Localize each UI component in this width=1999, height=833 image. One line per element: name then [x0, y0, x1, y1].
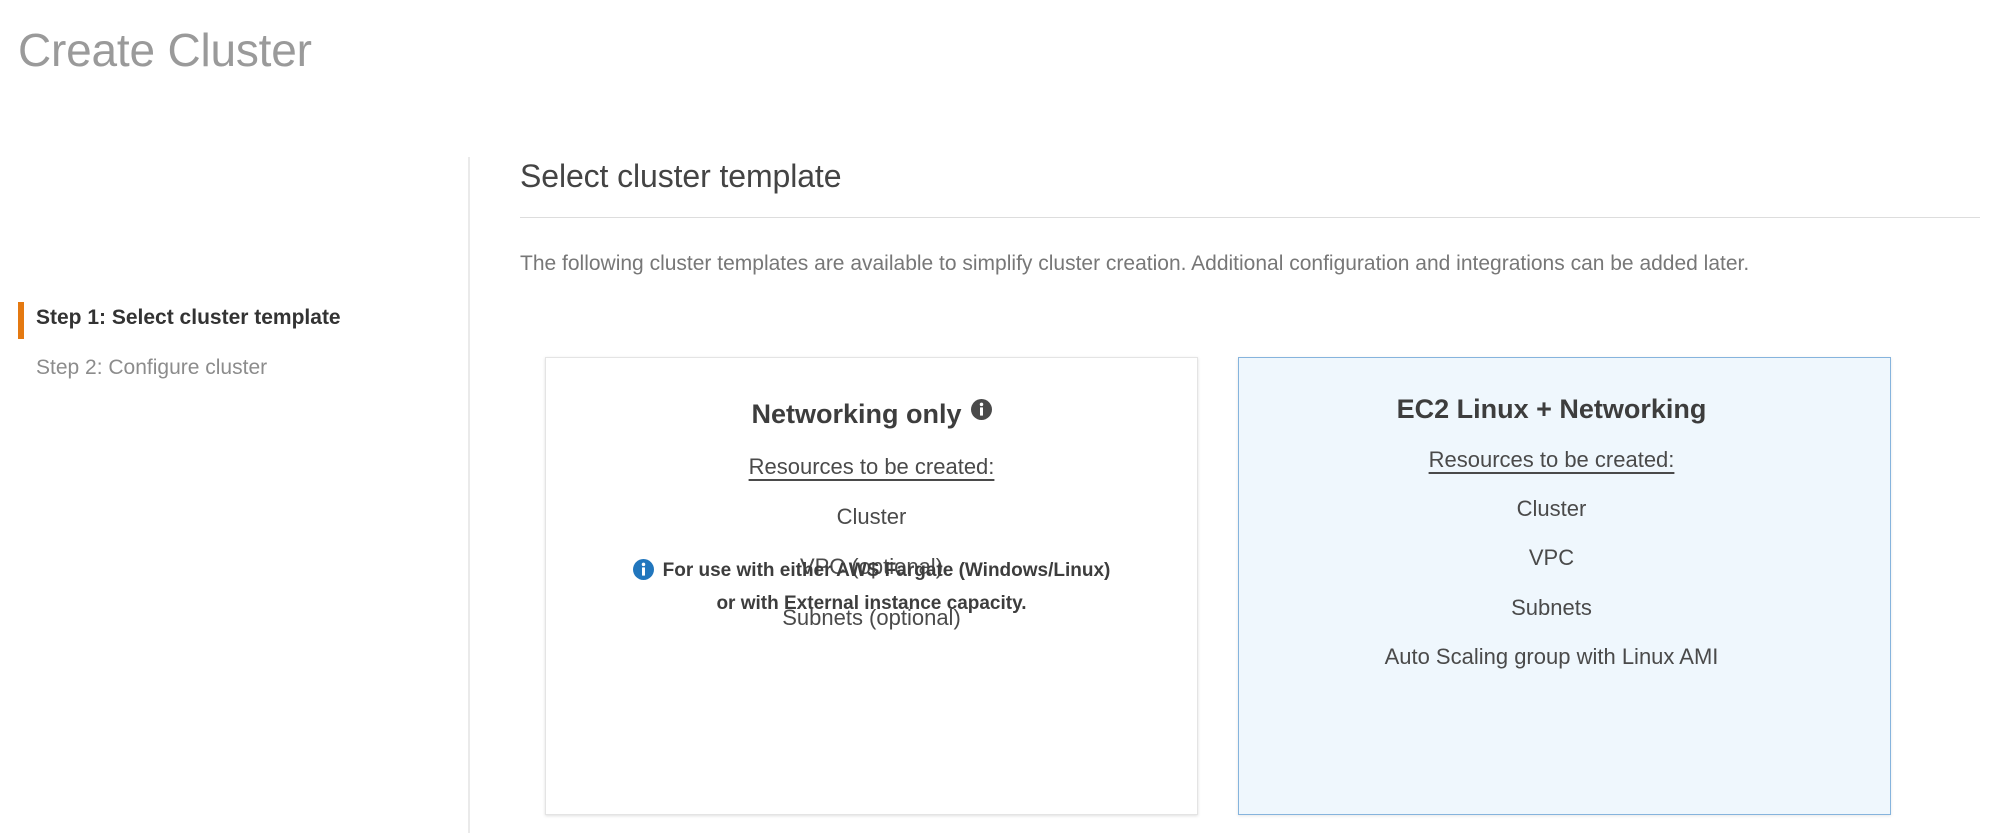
card-title-text: Networking only: [751, 399, 962, 429]
info-icon-blue: [632, 558, 654, 580]
section-description: The following cluster templates are avai…: [520, 252, 1750, 275]
card-title: Networking only: [546, 387, 1197, 438]
section-heading: Select cluster template: [520, 158, 842, 194]
resource-item: Subnets (optional): [782, 604, 961, 630]
active-step-accent-bar: [18, 302, 24, 339]
template-card-networking-only[interactable]: Networking only Resources to be created:…: [545, 357, 1198, 815]
sidebar-item-step-1[interactable]: Step 1: Select cluster template: [36, 306, 341, 329]
resource-item: Auto Scaling group with Linux AMI: [1384, 644, 1719, 670]
card-title: EC2 Linux + Networking: [1396, 394, 1707, 424]
resources-label: Resources to be created:: [1428, 447, 1675, 472]
resources-label: Resources to be created:: [748, 454, 995, 479]
info-icon[interactable]: [970, 387, 992, 420]
sidebar-divider: [468, 157, 470, 833]
page-title: Create Cluster: [18, 24, 312, 76]
card-footnote-line-2: or with External instance capacity.: [716, 593, 1027, 614]
card-body: EC2 Linux + Networking Resources to be c…: [1239, 358, 1890, 671]
resource-item: VPC (optional): [799, 554, 944, 580]
card-footnote: For use with either AWS Fargate (Windows…: [584, 554, 1159, 620]
card-body: Networking only Resources to be created:…: [546, 358, 1197, 631]
resource-item: Subnets: [1511, 594, 1592, 620]
wizard-sidebar: Step 1: Select cluster template Step 2: …: [0, 150, 468, 833]
sidebar-item-step-2[interactable]: Step 2: Configure cluster: [36, 356, 268, 379]
template-card-ec2-linux-networking[interactable]: EC2 Linux + Networking Resources to be c…: [1238, 357, 1891, 815]
resource-item: Cluster: [836, 504, 907, 529]
card-footnote-line-1: For use with either AWS Fargate (Windows…: [662, 560, 1111, 581]
resource-item: VPC: [1528, 545, 1575, 571]
resource-item: Cluster: [1516, 496, 1587, 521]
main-content: Select cluster template The following cl…: [520, 0, 1999, 833]
section-heading-rule: [520, 217, 1980, 218]
